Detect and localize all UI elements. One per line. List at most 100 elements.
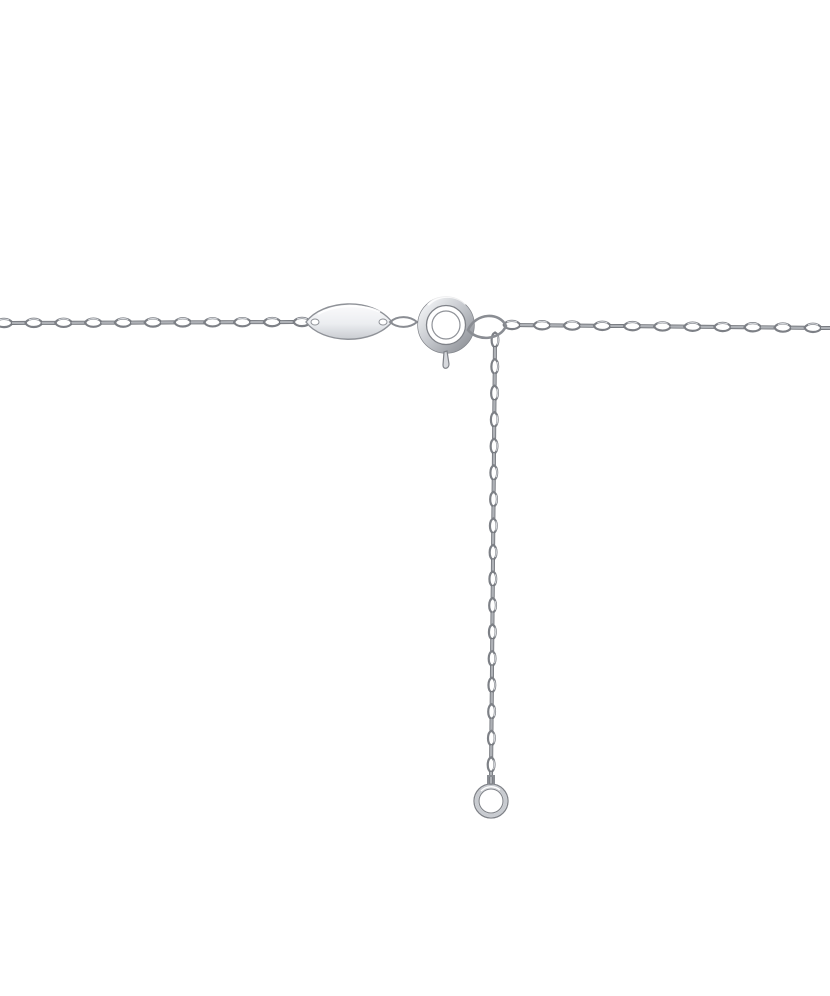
chain-link [489,490,499,508]
chain-link [489,410,499,429]
chain-link [490,357,500,376]
chain-link [789,325,806,330]
chain-link [487,623,497,641]
chain-link [488,517,498,535]
spring-ring-clasp [417,295,475,369]
chain-link-highlight [177,317,188,320]
chain-link [713,321,733,333]
chain-link-highlight [237,317,248,320]
left-chain-segment [0,316,312,329]
chain-link-highlight [717,322,728,325]
chain-link-highlight [495,547,497,558]
chain-link [262,316,282,328]
chain-link [639,324,656,329]
chain-link [487,649,497,668]
chain-link-highlight [627,321,638,324]
chain-link-highlight [567,321,578,324]
chain-link [488,770,494,786]
chain-link [130,320,147,325]
chain-link-highlight [0,318,10,321]
chain-link [699,324,716,329]
chain-link [487,676,497,694]
chain-link [488,543,498,562]
chain-link-highlight [493,733,496,743]
chain-link-highlight [495,441,498,451]
chain-link [519,323,536,328]
chain-link [562,320,582,331]
chain-link [486,756,496,774]
right-chain-segment [502,319,830,334]
chain-link-highlight [207,317,218,320]
chain-link-highlight [536,320,548,323]
chain-link-highlight [747,322,758,325]
chain-link-highlight [495,521,498,531]
chain-link-highlight [496,415,499,425]
chain-link-highlight [117,318,129,321]
chain-link [488,570,498,588]
chain-link [143,317,163,328]
chain-link [803,322,823,334]
chain-link [219,320,236,325]
chain-link [159,320,176,325]
chain-link [743,322,763,333]
chain-link-highlight [777,323,789,326]
chain-link [489,437,499,455]
chain-link [279,320,296,325]
chain-link-highlight [494,600,497,611]
chain-link [203,317,223,328]
chain-link [487,702,497,721]
tag-connector-link [388,316,419,328]
chain-link-highlight [687,322,698,325]
chain-link [490,384,499,402]
chain-link [683,321,703,332]
chain-link-highlight [493,760,495,770]
chain-link [40,320,57,325]
chain-link-highlight [296,317,308,320]
brand-tag-plate [305,303,393,340]
chain-link [622,320,642,332]
chain-link-highlight [493,707,496,717]
chain-link [488,596,498,615]
chain-link-highlight [657,321,668,324]
chain-link-highlight [495,494,498,504]
chain-link-highlight [493,680,496,690]
chain-link-highlight [147,317,159,320]
chain-link-highlight [28,318,39,321]
chain-link-highlight [496,388,499,398]
chain-link [0,317,14,329]
chain-link-highlight [807,323,819,326]
chain-link [232,316,252,328]
extender-jump-ring [466,314,508,340]
chain-link-highlight [506,320,518,323]
chain-link [24,317,44,329]
chain-link [100,320,117,325]
chain-link-highlight [496,361,499,372]
chain-link-highlight [58,318,69,321]
chain-link [532,320,552,331]
chain-link [652,321,673,332]
chain-link-highlight [495,468,498,478]
chain-link-highlight [494,653,496,664]
chain-link [83,317,103,328]
chain-link-highlight [494,627,497,637]
chain-link-highlight [494,574,497,584]
chain-link [54,317,74,329]
chain-link [70,320,87,325]
chain-link [592,320,612,332]
chain-link [549,323,566,328]
chain-link-highlight [266,317,278,320]
chain-link [486,729,496,747]
chain-link [489,464,499,482]
chain-link [669,324,686,329]
chain-link [729,325,746,330]
extender-chain [486,331,500,786]
chain-link [113,317,133,328]
chain-link [189,320,206,325]
chain-link [249,320,266,325]
chain-link [759,325,776,330]
chain-link-highlight [88,318,99,321]
chain-link [819,325,830,331]
chain-link [10,320,27,325]
